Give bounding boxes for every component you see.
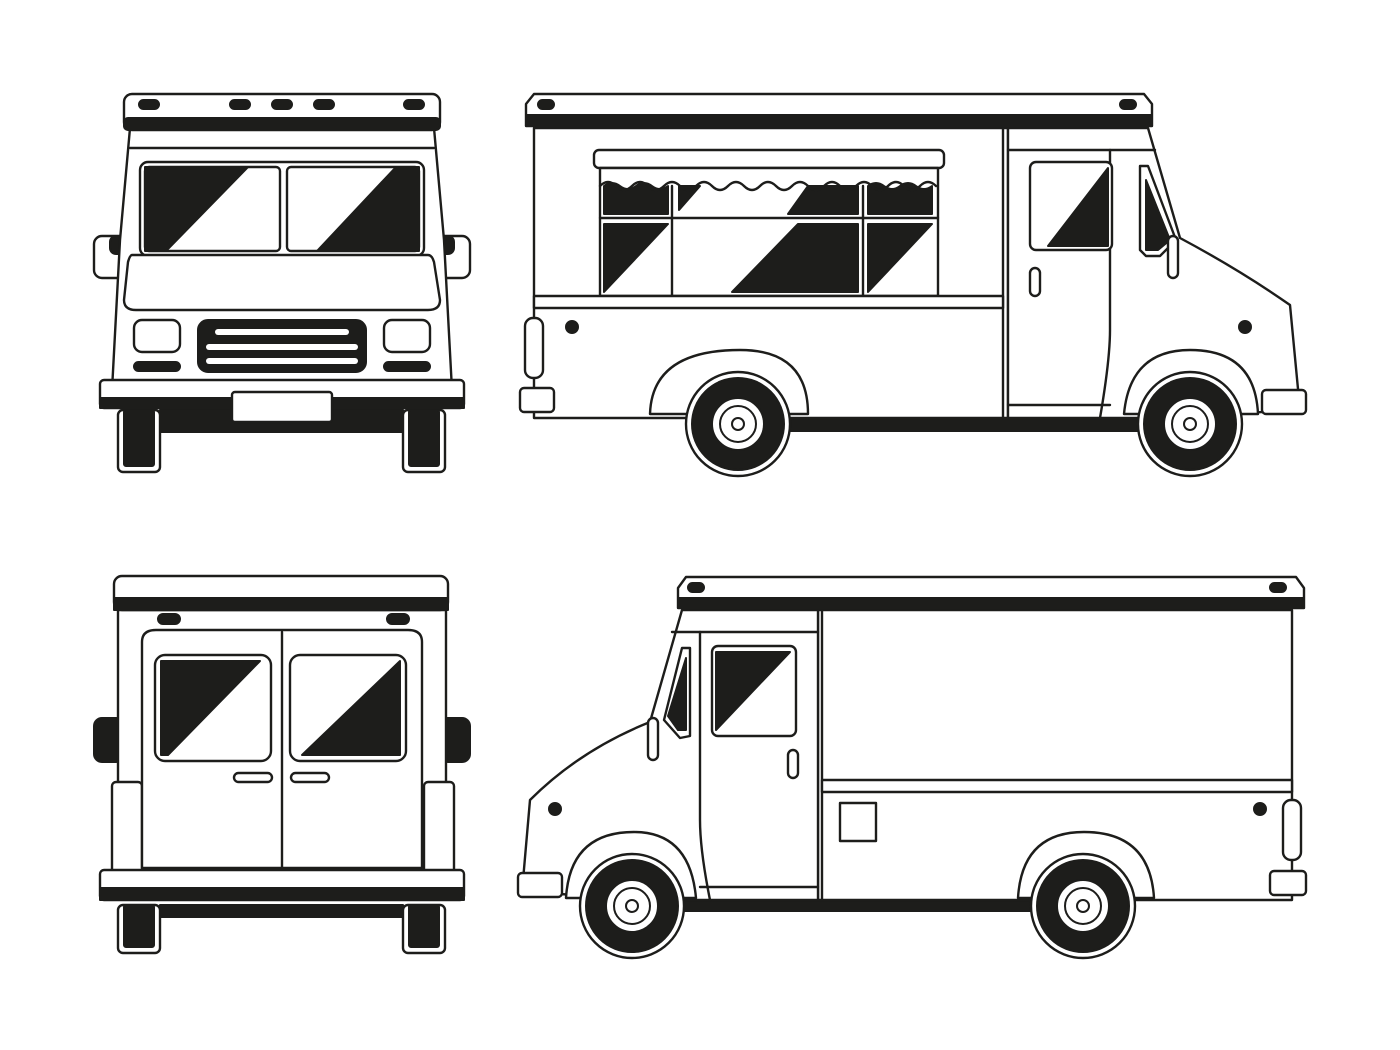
rear-bumper (518, 386, 556, 414)
counter-ledge (532, 294, 1005, 310)
tail-light-right (422, 780, 456, 880)
rear-wheel (1029, 852, 1137, 960)
door-handle (786, 748, 800, 780)
side-mirror (1166, 234, 1180, 280)
license-plate (230, 390, 334, 424)
truck-side-right-view (518, 92, 1308, 478)
door-handle-left (232, 771, 274, 784)
truck-side-left-view (516, 575, 1308, 960)
front-bumper (1260, 388, 1308, 416)
tail-light (1281, 798, 1303, 862)
front-bumper (516, 871, 564, 899)
truck-rear-view (93, 574, 471, 955)
front-wheel (1136, 370, 1244, 478)
rear-bumper (1268, 869, 1308, 897)
side-mirror (646, 716, 660, 762)
fuel-door (838, 801, 878, 843)
headlight-left (132, 318, 182, 354)
hood (122, 253, 442, 312)
truck-front-view (92, 92, 472, 474)
door-handle (1028, 266, 1042, 298)
body-trim-strip (820, 778, 1294, 794)
door-handle-right (289, 771, 331, 784)
roof-marker-light (138, 99, 160, 110)
rear-wheel (684, 370, 792, 478)
front-wheel (578, 852, 686, 960)
tail-light (523, 316, 545, 380)
awning-bar (592, 148, 946, 170)
tail-light-left (110, 780, 144, 880)
headlight-right (382, 318, 432, 354)
